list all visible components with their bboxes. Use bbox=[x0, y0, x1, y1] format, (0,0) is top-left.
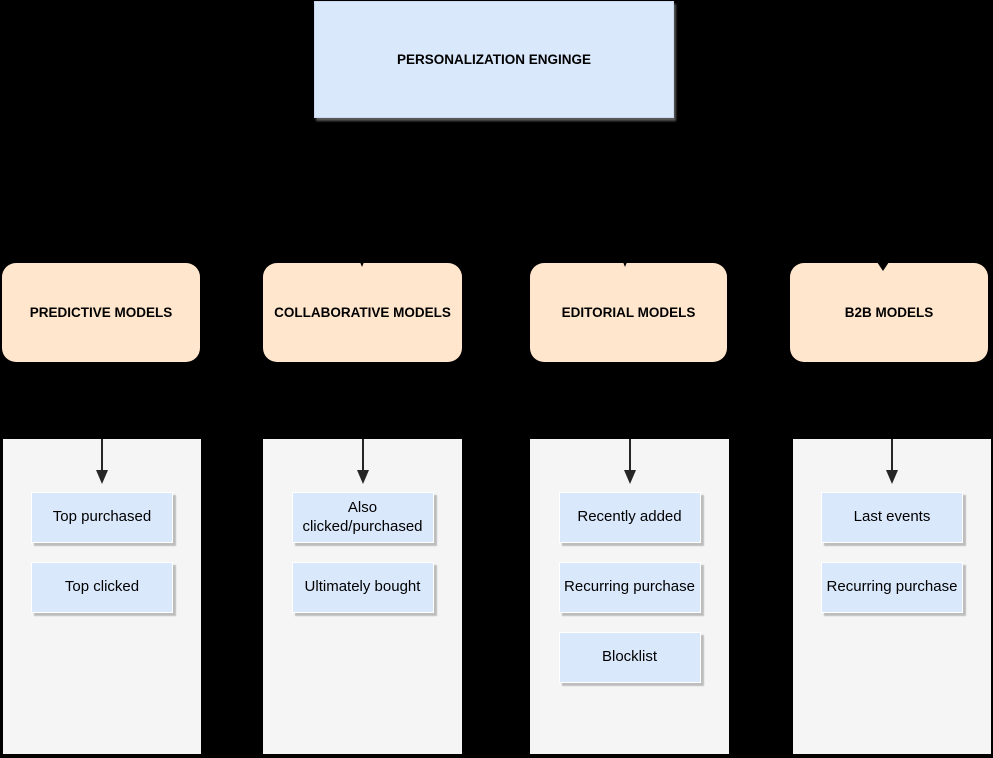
connector-arrowhead-icon bbox=[877, 262, 889, 271]
category-label: EDITORIAL MODELS bbox=[561, 305, 696, 320]
personalization-engine-node: PERSONALIZATION ENGINGE bbox=[314, 1, 674, 118]
model-item-label: Last events bbox=[853, 508, 931, 526]
personalization-engine-label: PERSONALIZATION ENGINGE bbox=[396, 52, 591, 67]
category-label: COLLABORATIVE MODELS bbox=[274, 305, 451, 320]
arrow-down-icon bbox=[356, 439, 369, 484]
model-item-label: Top purchased bbox=[52, 508, 152, 526]
model-item-blocklist: Blocklist bbox=[558, 632, 701, 683]
model-item-label: Also clicked/purchased bbox=[302, 498, 423, 535]
model-item-top-purchased: Top purchased bbox=[31, 492, 173, 543]
model-item-label: Recurring purchase bbox=[826, 578, 958, 596]
model-item-label: Ultimately bought bbox=[304, 578, 421, 596]
category-label: B2B MODELS bbox=[844, 305, 934, 320]
category-collaborative-models: COLLABORATIVE MODELS bbox=[263, 262, 462, 362]
model-item-ultimately-bought: Ultimately bought bbox=[291, 562, 434, 613]
category-label: PREDICTIVE MODELS bbox=[29, 305, 173, 320]
model-item-also-clicked-purchased: Also clicked/purchased bbox=[291, 492, 434, 543]
panel-b2b-models: Last events Recurring purchase bbox=[793, 439, 991, 754]
model-item-label: Recently added bbox=[577, 508, 682, 526]
model-item-label: Top clicked bbox=[64, 578, 140, 596]
connector-arrowhead-icon bbox=[623, 262, 627, 267]
model-item-recently-added: Recently added bbox=[558, 492, 701, 543]
model-item-recurring-purchase: Recurring purchase bbox=[821, 562, 963, 613]
arrow-down-icon bbox=[886, 439, 898, 484]
model-item-label: Recurring purchase bbox=[564, 578, 695, 596]
model-item-last-events: Last events bbox=[821, 492, 963, 543]
arrow-down-icon bbox=[96, 439, 108, 484]
panel-editorial-models: Recently added Recurring purchase Blockl… bbox=[530, 439, 729, 754]
category-b2b-models: B2B MODELS bbox=[790, 262, 988, 362]
model-item-top-clicked: Top clicked bbox=[31, 562, 173, 613]
arrow-down-icon bbox=[623, 439, 636, 484]
panel-collaborative-models: Also clicked/purchased Ultimately bought bbox=[263, 439, 462, 754]
model-item-recurring-purchase: Recurring purchase bbox=[558, 562, 701, 613]
category-predictive-models: PREDICTIVE MODELS bbox=[2, 263, 200, 362]
model-item-label: Blocklist bbox=[601, 648, 657, 666]
panel-predictive-models: Top purchased Top clicked bbox=[3, 439, 201, 754]
category-editorial-models: EDITORIAL MODELS bbox=[530, 262, 727, 362]
connector-arrowhead-icon bbox=[360, 262, 364, 267]
